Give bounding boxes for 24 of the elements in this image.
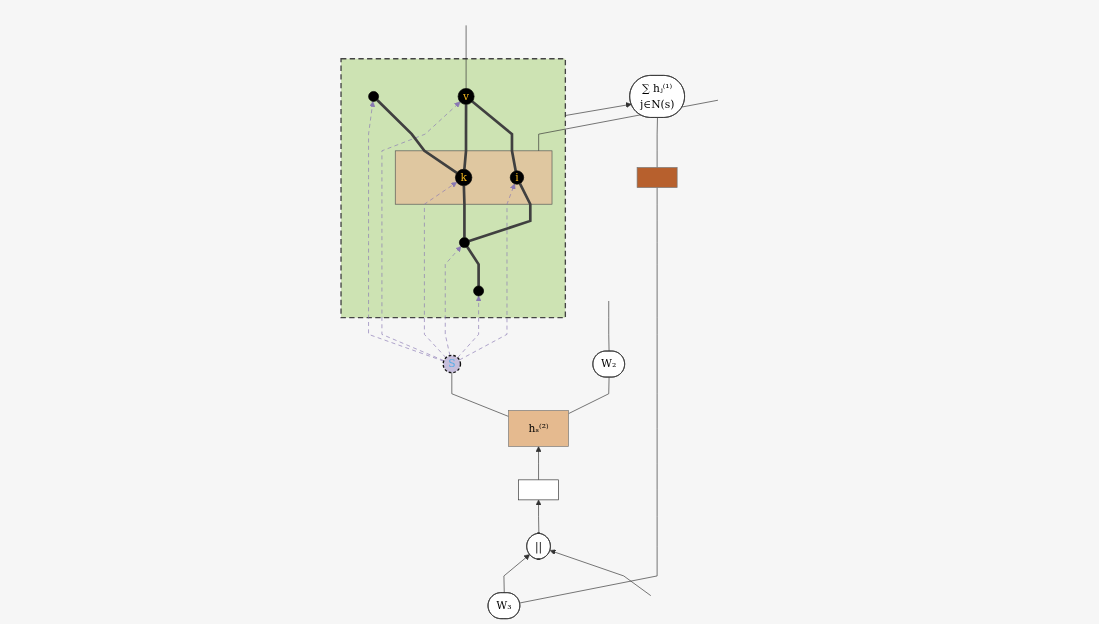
- connector: [471, 100, 518, 172]
- node-circle: [459, 237, 470, 248]
- connector: [608, 300, 610, 352]
- connector: [466, 246, 480, 286]
- connector: [656, 117, 658, 168]
- connector: [465, 25, 467, 89]
- node-circle: [473, 285, 484, 297]
- node-circle: k: [455, 168, 473, 187]
- node-circle: [368, 91, 379, 102]
- cluster: [340, 58, 567, 319]
- node-box: hₛ⁽²⁾: [508, 410, 569, 447]
- node-bar: [636, 167, 678, 188]
- connector: [462, 185, 466, 238]
- connector: [463, 104, 468, 170]
- connector: [376, 99, 458, 174]
- connector: [451, 372, 509, 417]
- node-box: [518, 479, 559, 501]
- connector: [519, 187, 658, 604]
- connector: [468, 182, 532, 243]
- node-circle: v: [457, 88, 475, 105]
- connector: [568, 377, 610, 414]
- node-circle: S: [442, 354, 462, 374]
- cluster: [394, 150, 553, 205]
- node-circle: i: [509, 170, 524, 185]
